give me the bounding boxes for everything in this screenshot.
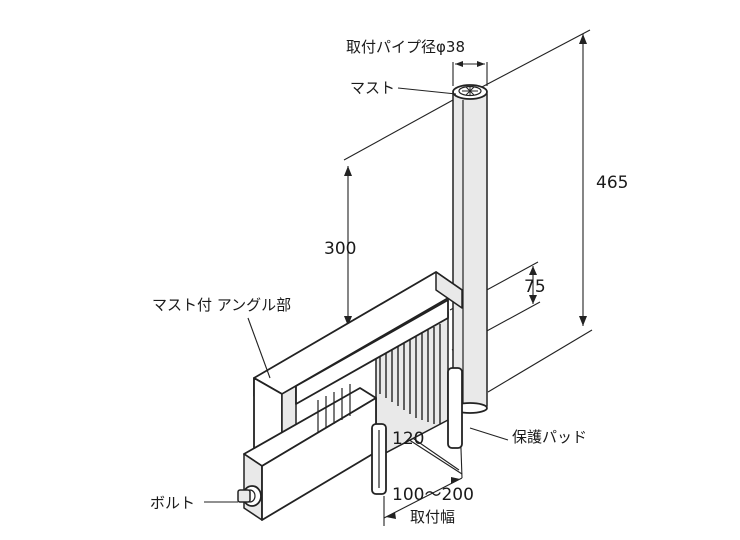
pipe-diameter-label: 取付パイプ径φ38 xyxy=(346,38,465,56)
mount-width-range-label: 100〜200 xyxy=(392,485,474,505)
mast-pipe xyxy=(452,84,488,414)
angle-bracket xyxy=(243,271,463,521)
mast-cap-icon xyxy=(462,86,478,96)
bolt-icon xyxy=(237,485,262,507)
label-leaders xyxy=(204,87,509,503)
total-height-label: 465 xyxy=(596,173,628,193)
mount-width-label: 取付幅 xyxy=(410,508,455,526)
angle-part-label: マスト付 アングル部 xyxy=(152,296,291,314)
depth-label: 120 xyxy=(392,429,424,449)
bolt-label: ボルト xyxy=(150,494,195,512)
pad-height-label: 75 xyxy=(524,277,546,297)
protective-pad-label: 保護パッド xyxy=(512,428,587,446)
angle-height-label: 300 xyxy=(324,239,356,259)
mast-label: マスト xyxy=(350,79,395,97)
